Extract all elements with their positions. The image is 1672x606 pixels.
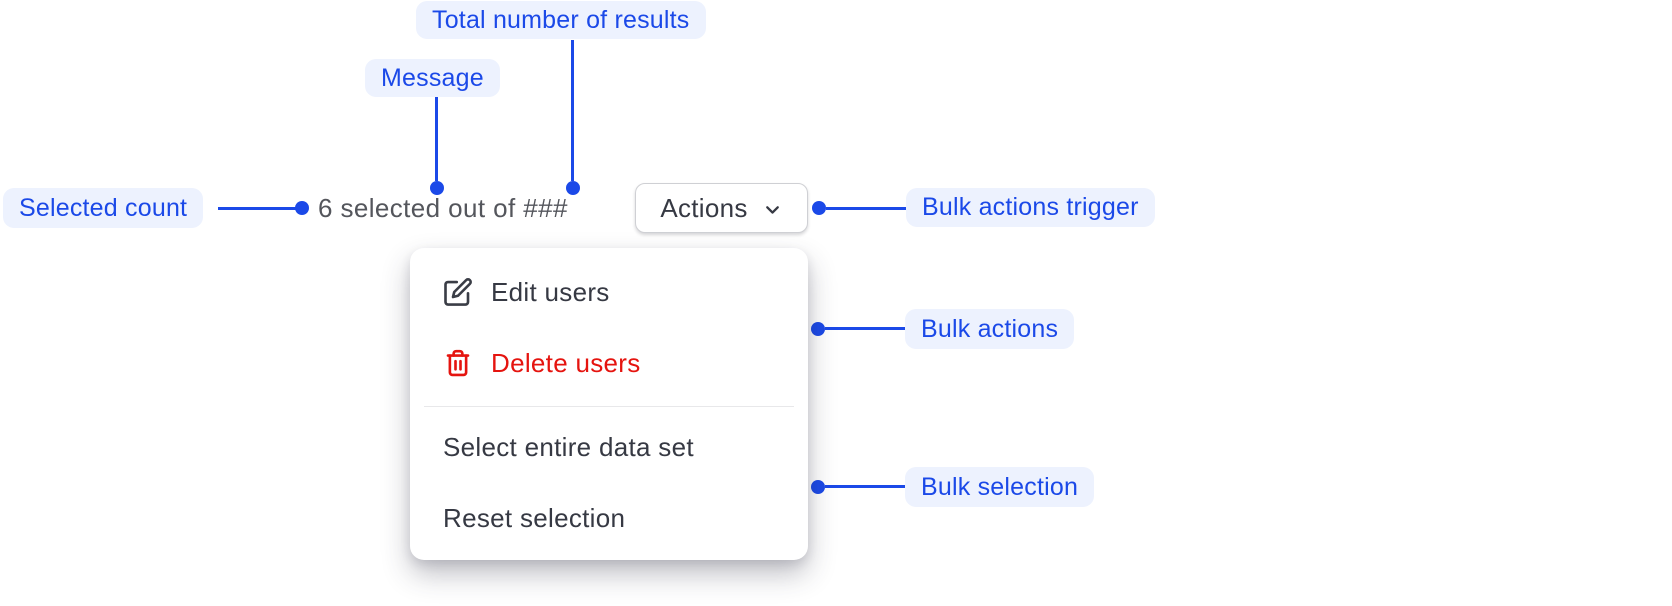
connector-dot-bulk-actions-trigger [812,201,826,215]
edit-icon [443,277,473,307]
actions-button-label: Actions [660,192,748,223]
annotation-bulk-actions-trigger: Bulk actions trigger [906,188,1155,227]
connector-dot-message [430,181,444,195]
connector-dot-bulk-actions [811,322,825,336]
menu-divider [424,406,794,407]
annotation-message: Message [365,59,500,97]
connector-line-message [435,97,438,181]
menu-item-label: Edit users [491,276,610,307]
annotation-selected-count: Selected count [3,188,204,228]
trash-icon [443,348,473,378]
connector-line-bulk-selection [825,485,905,488]
bulk-actions-trigger-button[interactable]: Actions [635,183,808,233]
bulk-actions-menu: Edit users Delete users Select entire da… [410,248,808,560]
annotation-bulk-actions: Bulk actions [905,309,1075,349]
annotation-total-number-of-results: Total number of results [416,1,706,39]
menu-item-edit-users[interactable]: Edit users [410,268,808,316]
menu-item-delete-users[interactable]: Delete users [410,339,808,387]
connector-line-total-results [571,40,574,181]
connector-dot-bulk-selection [811,480,825,494]
menu-item-label: Select entire data set [443,431,694,462]
connector-dot-total-results [566,181,580,195]
menu-item-reset-selection[interactable]: Reset selection [410,494,808,542]
menu-item-label: Reset selection [443,502,626,533]
connector-line-bulk-actions [825,327,905,330]
annotation-bulk-selection: Bulk selection [905,467,1095,507]
selection-count-message: 6 selected out of ### [318,193,568,223]
connector-line-selected-count [218,207,296,210]
menu-item-label: Delete users [491,347,641,378]
connector-dot-selected-count [295,201,309,215]
connector-line-bulk-actions-trigger [826,207,906,210]
chevron-down-icon [762,199,783,220]
menu-item-select-entire-data-set[interactable]: Select entire data set [410,423,808,471]
